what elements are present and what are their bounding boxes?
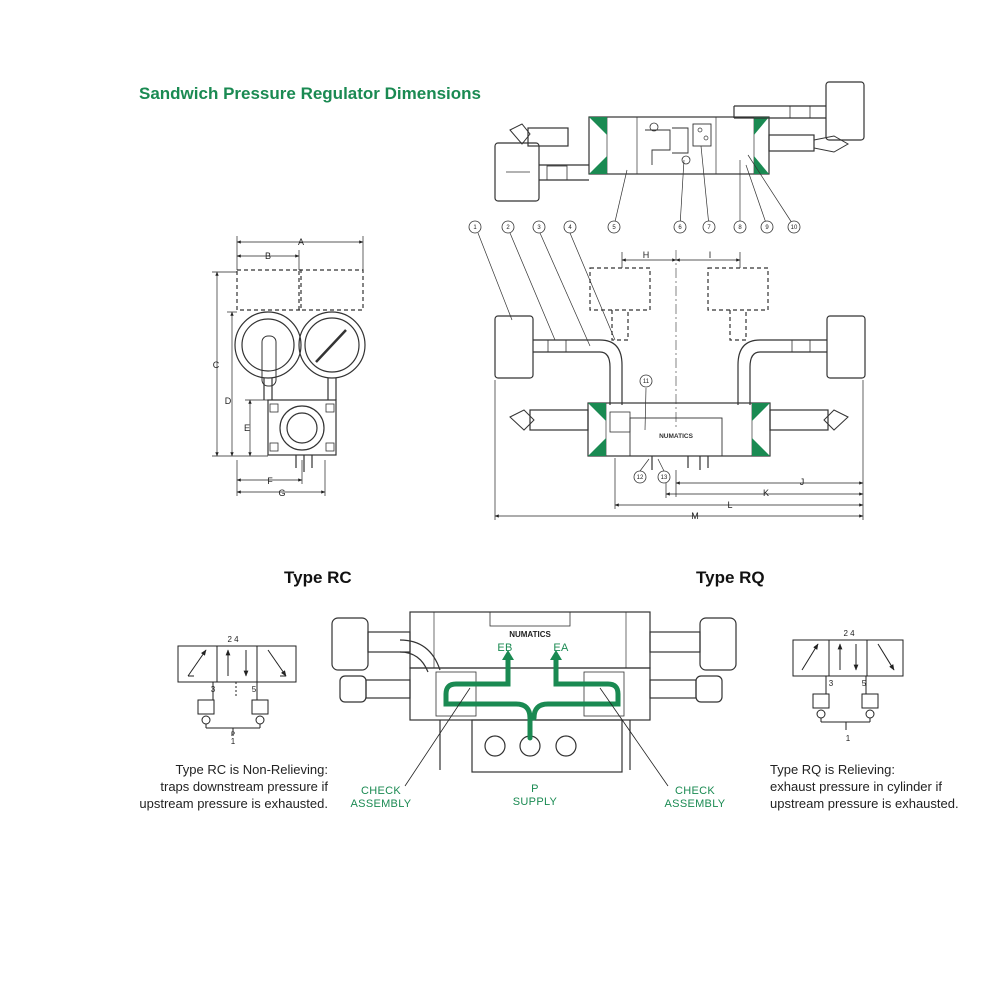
supply-label-line: SUPPLY	[512, 796, 558, 808]
rc-port-1: 1	[231, 737, 236, 746]
check-assembly-right-line: CHECK	[674, 785, 715, 797]
dim-label-l: L	[727, 500, 732, 510]
check-assembly-right-line: ASSEMBLY	[664, 798, 726, 810]
check-assembly-left-line: CHECK	[360, 785, 401, 797]
front-dimensions	[212, 236, 364, 496]
type-rc-note-line: Type RC is Non-Relieving:	[175, 762, 328, 777]
type-rq-heading: Type RQ	[696, 568, 765, 587]
type-rq-note-line: exhaust pressure in cylinder if	[770, 779, 942, 794]
rq-port-3: 3	[829, 679, 834, 688]
side-view	[477, 232, 866, 472]
dim-label-c: C	[213, 360, 220, 370]
check-assembly-left-line: ASSEMBLY	[350, 798, 412, 810]
type-rc-note: Type RC is Non-Relieving: traps downstre…	[106, 761, 328, 812]
dim-label-g: G	[278, 488, 285, 498]
rq-port-24: 2 4	[843, 629, 855, 638]
rc-port-5: 5	[252, 685, 257, 694]
section-view	[331, 611, 737, 773]
dim-label-j: J	[800, 477, 805, 487]
supply-label-line: P	[531, 783, 539, 795]
check-assembly-left: CHECK ASSEMBLY	[336, 785, 426, 811]
balloon-2: 2	[506, 225, 510, 231]
top-plan-view	[494, 81, 865, 227]
type-rq-note-line: upstream pressure is exhausted.	[770, 796, 959, 811]
balloon-10: 10	[791, 225, 798, 231]
dim-label-d: D	[225, 396, 232, 406]
rc-port-24: 2 4	[227, 635, 239, 644]
side-brand-label: NUMATICS	[659, 433, 693, 440]
balloon-13: 13	[661, 475, 668, 481]
type-rc-port-labels: 2 4 3 5 P 1	[211, 635, 257, 746]
balloon-7: 7	[707, 225, 711, 231]
type-rc-note-line: traps downstream pressure if	[160, 779, 328, 794]
balloon-numbers: 1 2 3 4 5 6 7 8 9 10 11 12 13	[473, 225, 798, 481]
side-dimensions	[494, 252, 864, 520]
flow-path	[443, 653, 621, 741]
dim-label-i: I	[709, 250, 712, 260]
balloon-5: 5	[612, 225, 616, 231]
rq-port-5: 5	[862, 679, 867, 688]
dim-label-b: B	[265, 251, 271, 261]
balloon-12: 12	[637, 475, 644, 481]
dim-label-k: K	[763, 488, 769, 498]
side-dim-labels: H I J K L M	[643, 250, 805, 521]
dim-label-h: H	[643, 250, 650, 260]
rq-port-1: 1	[846, 734, 851, 743]
type-rc-heading: Type RC	[284, 568, 352, 587]
supply-label: P SUPPLY	[495, 783, 575, 809]
balloon-3: 3	[537, 225, 541, 231]
type-rq-schematic	[792, 639, 904, 730]
eb-label: EB	[497, 642, 513, 654]
flow-arrows	[502, 650, 562, 660]
balloon-9: 9	[765, 225, 769, 231]
balloon-4: 4	[568, 225, 572, 231]
dim-label-m: M	[691, 511, 699, 521]
type-rq-note: Type RQ is Relieving: exhaust pressure i…	[770, 761, 992, 812]
balloon-11: 11	[643, 379, 650, 385]
dim-label-f: F	[267, 476, 273, 486]
type-rc-note-line: upstream pressure is exhausted.	[139, 796, 328, 811]
section-brand-label: NUMATICS	[509, 630, 551, 639]
balloon-8: 8	[738, 225, 742, 231]
balloon-6: 6	[678, 225, 682, 231]
front-dim-labels: A B C D E F G	[213, 237, 304, 498]
rc-port-p: P	[231, 732, 235, 738]
front-view	[234, 269, 366, 472]
type-rc-schematic	[177, 645, 297, 736]
ea-label: EA	[553, 642, 569, 654]
type-rq-note-line: Type RQ is Relieving:	[770, 762, 895, 777]
rc-port-3: 3	[211, 685, 216, 694]
dim-label-a: A	[298, 237, 304, 247]
type-rq-port-labels: 2 4 3 5 1	[829, 629, 867, 743]
check-assembly-right: CHECK ASSEMBLY	[650, 785, 740, 811]
page-title: Sandwich Pressure Regulator Dimensions	[139, 84, 481, 103]
dim-label-e: E	[244, 423, 250, 433]
section-leaders	[404, 687, 669, 787]
balloons	[468, 220, 801, 484]
balloon-1: 1	[473, 225, 477, 231]
